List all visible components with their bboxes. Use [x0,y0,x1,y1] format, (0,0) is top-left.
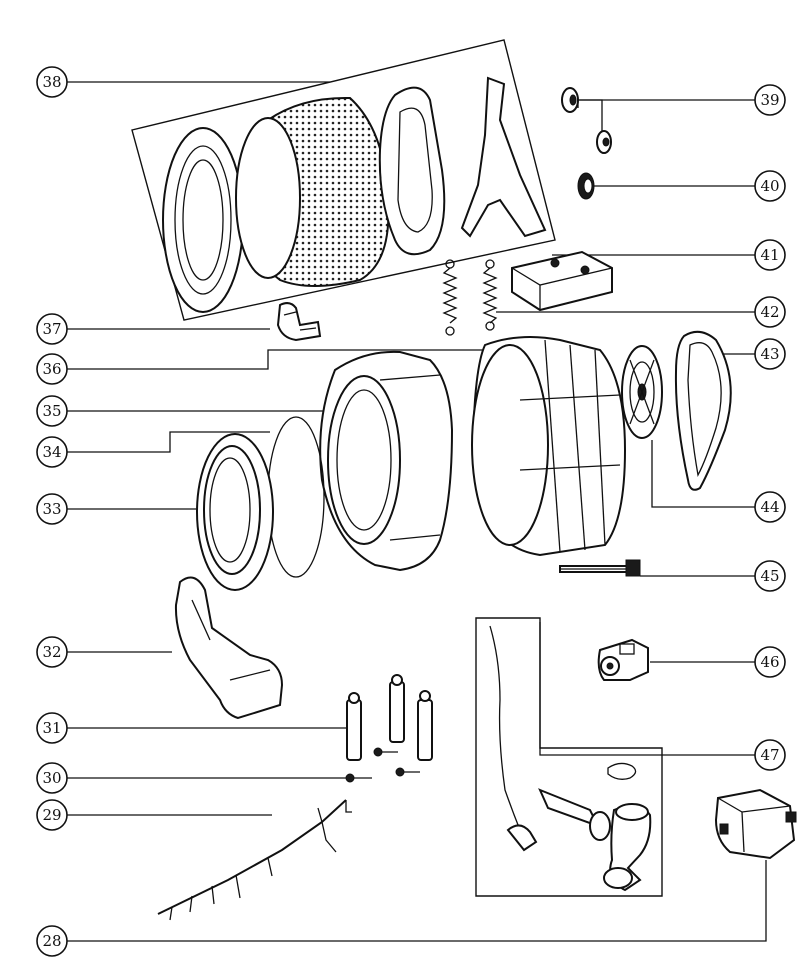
callout-44: 44 [754,491,786,523]
callout-39: 39 [754,84,786,116]
leader-47 [539,622,755,756]
drain-pump-46 [597,638,649,681]
callout-label-33: 33 [42,500,61,518]
drum-shaft-flange [460,76,547,238]
leader-lines [67,81,767,942]
callout-label-28: 28 [42,932,61,950]
wire-harness-29 [157,799,352,921]
callout-46: 46 [754,646,786,678]
callout-label-44: 44 [760,498,779,516]
callout-label-39: 39 [760,91,779,109]
callout-32: 32 [36,636,68,668]
leader-39b [578,99,603,134]
callout-label-46: 46 [760,653,779,671]
spring-right [482,267,498,324]
elbow-fitting-37 [276,302,322,342]
leader-39 [577,99,755,108]
bearings-39 [561,87,612,154]
seal-40 [577,172,595,200]
callout-30: 30 [36,762,68,794]
drum-assembly-38 [131,39,556,321]
callout-label-36: 36 [42,360,61,378]
leader-28 [67,860,767,942]
callout-37: 37 [36,313,68,345]
counterweight-41 [511,250,613,312]
leader-36 [67,349,500,370]
callout-label-47: 47 [760,746,779,764]
callout-31: 31 [36,712,68,744]
bracket-32 [174,576,284,720]
door-seal-33 [196,433,274,591]
front-tub-35 [319,350,454,572]
callout-40: 40 [754,170,786,202]
hose-assembly-frame [475,617,663,897]
callout-47: 47 [754,739,786,771]
bolts-30 [345,747,420,783]
callout-34: 34 [36,436,68,468]
callout-label-38: 38 [42,73,61,91]
callout-29: 29 [36,799,68,831]
callout-label-32: 32 [42,643,61,661]
callout-label-45: 45 [760,567,779,585]
rear-tub-36 [471,336,627,557]
callout-label-37: 37 [42,320,61,338]
drum-back-spider [378,86,446,256]
leader-44 [651,440,755,508]
callout-36: 36 [36,353,68,385]
heater-45 [559,559,641,577]
callout-41: 41 [754,239,786,271]
callout-label-43: 43 [760,345,779,363]
callout-label-29: 29 [42,806,61,824]
callout-label-40: 40 [760,177,779,195]
callout-33: 33 [36,493,68,525]
callout-42: 42 [754,296,786,328]
callout-label-30: 30 [42,769,61,787]
springs-42 [442,259,498,336]
callout-43: 43 [754,338,786,370]
spring-left [442,267,458,324]
callout-label-41: 41 [760,246,779,264]
callout-label-34: 34 [42,443,61,461]
callout-label-42: 42 [760,303,779,321]
leader-34 [67,431,270,453]
callout-label-35: 35 [42,402,61,420]
belt-43 [674,330,732,491]
callout-45: 45 [754,560,786,592]
shock-absorbers-31 [346,674,433,761]
callout-28: 28 [36,925,68,957]
clamp-ring-34 [267,416,325,578]
drain-hose-assembly-47 [475,617,663,897]
callout-label-31: 31 [42,719,61,737]
pump-body-28 [714,788,797,860]
callout-35: 35 [36,395,68,427]
callout-38: 38 [36,66,68,98]
pulley-44 [621,345,663,439]
